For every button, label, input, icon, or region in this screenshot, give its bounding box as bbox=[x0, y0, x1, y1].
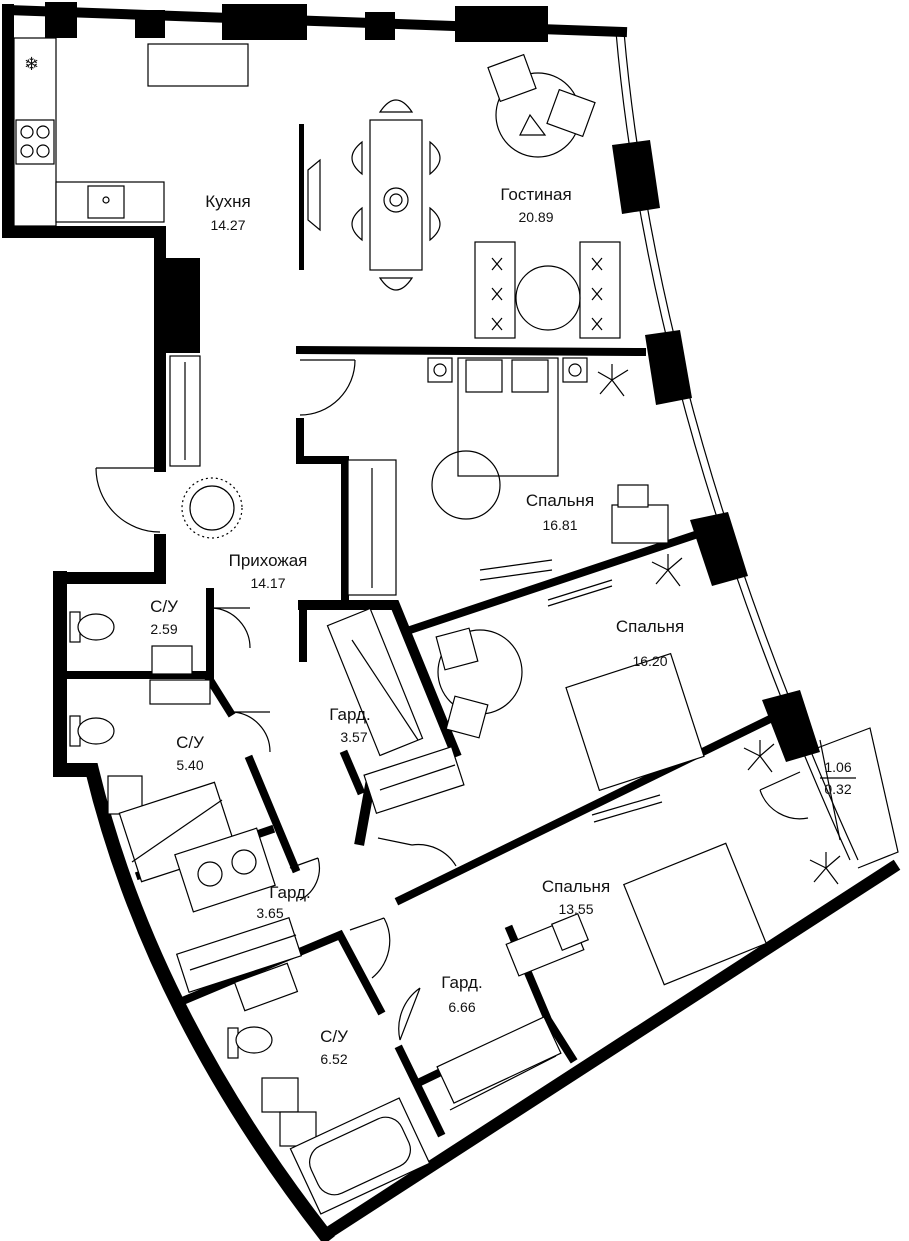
room-area-wardrobe-2: 3.65 bbox=[256, 905, 283, 921]
room-area-living: 20.89 bbox=[518, 209, 553, 225]
plant-icon bbox=[809, 852, 841, 885]
toilet-icon bbox=[69, 611, 115, 643]
cooktop-icon bbox=[15, 119, 55, 165]
room-area-wardrobe-3: 6.66 bbox=[448, 999, 475, 1015]
room-name-kitchen: Кухня bbox=[205, 192, 251, 211]
balcony-area-bottom: 0.32 bbox=[824, 781, 851, 797]
doors bbox=[211, 607, 809, 1041]
plant-icon bbox=[383, 187, 409, 213]
sink-icon bbox=[87, 185, 125, 219]
room-area-wc-3: 6.52 bbox=[320, 1051, 347, 1067]
room-name-bedroom-1: Спальня bbox=[526, 491, 594, 510]
svg-text:❄: ❄ bbox=[24, 54, 39, 74]
dining-table bbox=[351, 99, 441, 291]
room-name-wardrobe-2: Гард. bbox=[269, 883, 310, 902]
room-name-bedroom-3: Спальня bbox=[542, 877, 610, 896]
room-area-hall: 14.17 bbox=[250, 575, 285, 591]
kitchen-furniture: ❄ bbox=[13, 37, 321, 270]
room-area-wc-2: 5.40 bbox=[176, 757, 203, 773]
fridge-icon: ❄ bbox=[24, 54, 39, 74]
room-area-bedroom-1: 16.81 bbox=[542, 517, 577, 533]
plant-icon bbox=[743, 740, 775, 773]
room-name-wardrobe-3: Гард. bbox=[441, 973, 482, 992]
room-name-living: Гостиная bbox=[500, 185, 571, 204]
room-area-bedroom-2: 16.20 bbox=[632, 653, 667, 669]
room-area-bedroom-3: 13.55 bbox=[558, 901, 593, 917]
bedroom2-furniture bbox=[435, 554, 705, 792]
room-area-wardrobe-1: 3.57 bbox=[340, 729, 367, 745]
plant-icon bbox=[651, 554, 683, 587]
room-name-wc-1: С/У bbox=[150, 597, 178, 616]
kitchen-island bbox=[147, 43, 249, 87]
bedroom3-furniture bbox=[505, 740, 841, 986]
toilet-icon bbox=[69, 715, 115, 747]
room-area-kitchen: 14.27 bbox=[210, 217, 245, 233]
hall-furniture bbox=[95, 355, 356, 539]
room-name-hall: Прихожая bbox=[229, 551, 308, 570]
room-name-wardrobe-1: Гард. bbox=[329, 705, 370, 724]
balcony-area-top: 1.06 bbox=[824, 759, 851, 775]
room-name-wc-3: С/У bbox=[320, 1027, 348, 1046]
room-area-wc-1: 2.59 bbox=[150, 621, 177, 637]
toilet-icon bbox=[227, 1026, 273, 1059]
room-name-bedroom-2: Спальня bbox=[616, 617, 684, 636]
room-labels: Кухня 14.27 Гостиная 20.89 Прихожая 14.1… bbox=[150, 185, 856, 1067]
plant-icon bbox=[597, 364, 629, 397]
wardrobe-furniture bbox=[174, 607, 562, 1111]
living-furniture bbox=[474, 53, 621, 339]
room-name-wc-2: С/У bbox=[176, 733, 204, 752]
bedroom1-furniture bbox=[347, 357, 669, 596]
